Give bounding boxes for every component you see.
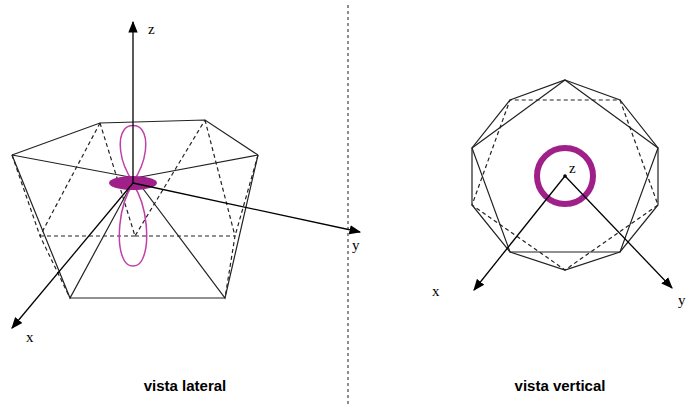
- axes-vertical: [474, 176, 672, 290]
- axis-label: z: [569, 161, 576, 176]
- view-title: vista lateral: [144, 378, 227, 393]
- polyhedron-lateral: [12, 120, 258, 298]
- view-title: vista vertical: [515, 378, 606, 393]
- axis-label: x: [26, 330, 34, 345]
- polyhedron-vertical: [472, 80, 658, 270]
- axis-label: y: [678, 293, 686, 308]
- axis-label: x: [432, 284, 440, 299]
- axis-label: y: [352, 238, 360, 253]
- axes-lateral: [12, 22, 360, 328]
- axis-label: z: [148, 22, 155, 37]
- divider: [347, 5, 348, 405]
